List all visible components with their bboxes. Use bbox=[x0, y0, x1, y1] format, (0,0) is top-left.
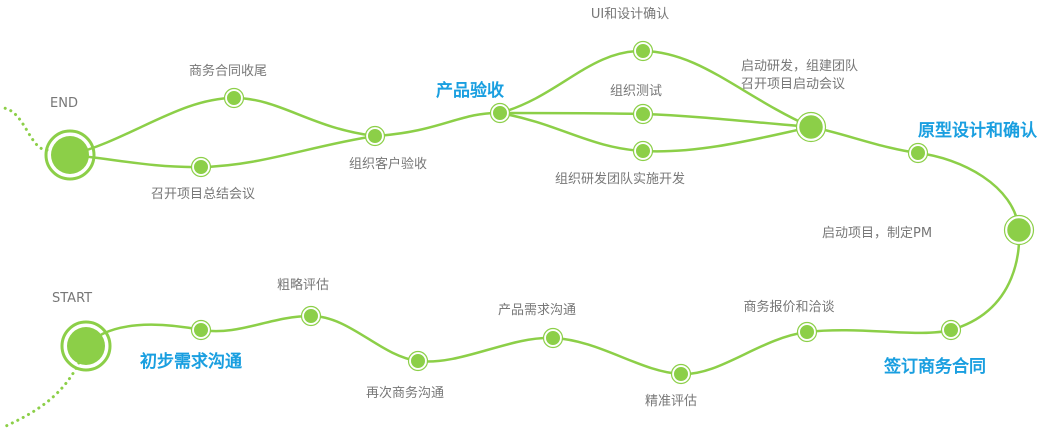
node-initial-communication bbox=[190, 319, 212, 341]
node-rough-estimate bbox=[300, 305, 322, 327]
node-quotation bbox=[796, 321, 818, 343]
flow-branch-summary-meeting bbox=[68, 134, 377, 169]
milestone-product-acceptance: 产品验收 bbox=[436, 81, 504, 101]
step-ui-design: UI和设计确认 bbox=[590, 7, 670, 22]
step-precise-estimate: 精准评估 bbox=[644, 394, 698, 409]
step-contract-close: 商务合同收尾 bbox=[188, 64, 268, 79]
node-prototype-design bbox=[907, 142, 929, 164]
step-dev-start-line1: 启动研发，组建团队 bbox=[741, 59, 859, 74]
node-sign-contract bbox=[940, 319, 962, 341]
node-precise-estimate bbox=[670, 363, 692, 385]
end-label: END bbox=[50, 96, 78, 111]
node-ui-design bbox=[632, 40, 654, 62]
node-product-acceptance bbox=[489, 102, 511, 124]
flow-branch-dev-team bbox=[498, 111, 813, 153]
node-second-communication bbox=[407, 350, 429, 372]
milestone-initial-communication: 初步需求沟通 bbox=[140, 352, 242, 372]
node-customer-acceptance bbox=[364, 125, 386, 147]
step-product-requirement: 产品需求沟通 bbox=[497, 303, 577, 318]
node-dev-start bbox=[795, 111, 827, 143]
node-testing bbox=[632, 103, 654, 125]
flow-branch-contract-close bbox=[68, 96, 377, 157]
node-summary-meeting bbox=[190, 156, 212, 178]
flow-end-dotted-tail bbox=[2, 106, 49, 152]
step-kickoff: 启动项目，制定PM bbox=[822, 226, 933, 241]
step-summary-meeting: 召开项目总结会议 bbox=[150, 187, 256, 202]
node-product-requirement bbox=[542, 327, 564, 349]
node-dev-team bbox=[632, 140, 654, 162]
flow-right-to-prototype bbox=[809, 125, 1021, 232]
node-start bbox=[60, 320, 112, 372]
step-dev-team: 组织研发团队实施开发 bbox=[554, 172, 686, 187]
step-second-communication: 再次商务沟通 bbox=[365, 386, 445, 401]
node-contract-close bbox=[223, 87, 245, 109]
milestone-prototype-design: 原型设计和确认 bbox=[918, 121, 1037, 141]
milestone-sign-contract: 签订商务合同 bbox=[884, 357, 986, 377]
step-testing: 组织测试 bbox=[609, 84, 663, 99]
step-customer-acceptance: 组织客户验收 bbox=[348, 157, 428, 172]
start-label: START bbox=[52, 291, 93, 306]
step-quotation: 商务报价和洽谈 bbox=[743, 300, 835, 315]
node-kickoff bbox=[1003, 214, 1035, 246]
flow-acceptance-to-customer bbox=[373, 111, 502, 138]
flow-start-dotted-tail bbox=[4, 344, 88, 428]
step-rough-estimate: 粗略评估 bbox=[276, 278, 330, 293]
node-end bbox=[44, 129, 96, 181]
step-dev-start-line2: 召开项目启动会议 bbox=[741, 77, 846, 92]
